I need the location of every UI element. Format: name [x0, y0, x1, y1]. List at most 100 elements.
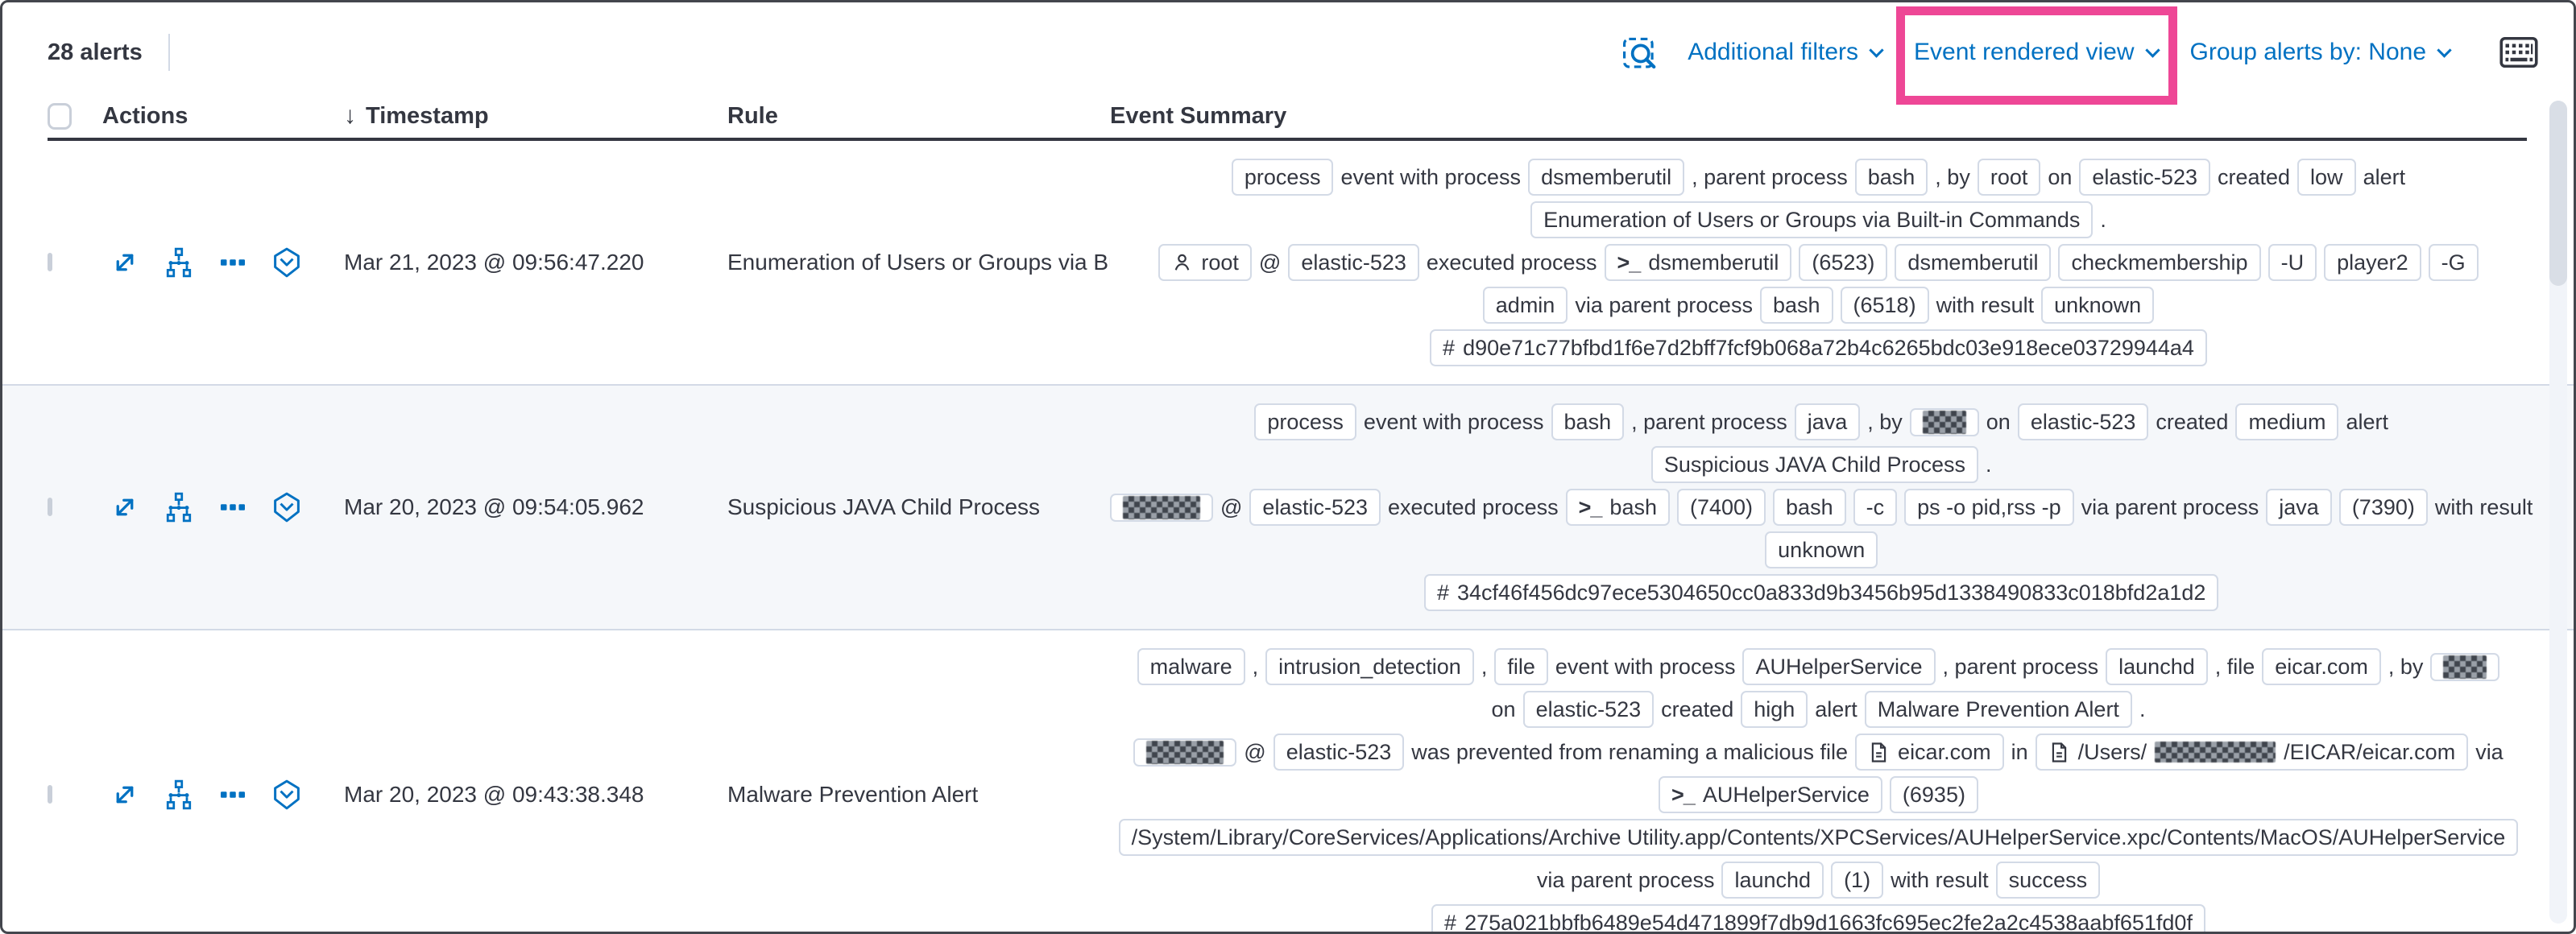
- event-field-badge[interactable]: -c: [1853, 489, 1898, 526]
- vertical-scrollbar[interactable]: [2549, 101, 2567, 924]
- timestamp-cell: Mar 21, 2023 @ 09:56:47.220: [344, 250, 644, 275]
- event-field-badge[interactable]: (6518): [1840, 287, 1929, 324]
- event-field-badge[interactable]: dsmemberutil: [1528, 159, 1685, 196]
- event-field-badge[interactable]: [1110, 493, 1213, 522]
- summary-text: on: [2048, 165, 2073, 189]
- expand-alert-icon[interactable]: [109, 779, 141, 811]
- scrollbar-thumb[interactable]: [2549, 101, 2567, 286]
- event-field-badge[interactable]: dsmemberutil: [1895, 244, 2052, 281]
- event-field-badge[interactable]: unknown: [1765, 531, 1878, 568]
- event-field-badge[interactable]: checkmembership: [2058, 244, 2261, 281]
- event-field-badge[interactable]: eicar.com: [2262, 648, 2381, 685]
- view-selector-button[interactable]: Event rendered view: [1896, 6, 2177, 105]
- event-field-badge[interactable]: root: [1977, 159, 2041, 196]
- event-field-badge[interactable]: [1133, 738, 1237, 767]
- event-field-badge[interactable]: bash: [1773, 489, 1846, 526]
- rule-cell[interactable]: Enumeration of Users or Groups via Bui: [727, 250, 1110, 275]
- row-checkbox[interactable]: [48, 785, 52, 804]
- event-field-badge[interactable]: elastic-523: [1273, 734, 1405, 771]
- hash-icon: #: [1436, 581, 1450, 605]
- event-field-badge[interactable]: elastic-523: [1249, 489, 1381, 526]
- summary-text: ,: [1481, 655, 1488, 679]
- event-field-badge[interactable]: java: [2266, 489, 2332, 526]
- event-field-badge[interactable]: elastic-523: [1288, 244, 1419, 281]
- event-field-badge[interactable]: #275a021bbfb6489e54d471899f7db9d1663fc69…: [1431, 904, 2205, 932]
- column-header-timestamp[interactable]: ↓ Timestamp: [344, 102, 727, 130]
- event-field-badge[interactable]: low: [2297, 159, 2356, 196]
- expand-alert-icon[interactable]: [109, 246, 141, 279]
- event-field-badge[interactable]: Malware Prevention Alert: [1864, 691, 2132, 728]
- row-checkbox[interactable]: [48, 253, 52, 271]
- analyze-event-icon[interactable]: [163, 779, 195, 811]
- event-field-badge[interactable]: #d90e71c77bfbd1f6e7d2bff7fcf9b068a72b4c6…: [1430, 329, 2207, 366]
- row-checkbox[interactable]: [48, 498, 52, 516]
- event-field-badge[interactable]: file: [1494, 648, 1548, 685]
- redacted-value: [2443, 655, 2487, 679]
- event-field-badge[interactable]: (6935): [1889, 776, 1978, 813]
- event-field-badge[interactable]: (6523): [1799, 244, 1888, 281]
- column-header-rule[interactable]: Rule: [727, 103, 1110, 130]
- more-actions-icon[interactable]: [217, 779, 249, 811]
- inspect-button[interactable]: [1621, 34, 1659, 71]
- event-field-badge[interactable]: launchd: [1721, 862, 1824, 899]
- event-field-badge[interactable]: Enumeration of Users or Groups via Built…: [1530, 201, 2094, 238]
- event-field-badge[interactable]: admin: [1482, 287, 1568, 324]
- event-field-badge[interactable]: malware: [1137, 648, 1245, 685]
- event-field-badge[interactable]: java: [1794, 403, 1861, 440]
- event-field-badge[interactable]: -G: [2428, 244, 2479, 281]
- event-field-badge[interactable]: bash: [1551, 403, 1625, 440]
- event-field-badge[interactable]: -U: [2267, 244, 2317, 281]
- session-view-icon[interactable]: [271, 779, 303, 811]
- event-field-badge[interactable]: /System/Library/CoreServices/Application…: [1118, 819, 2519, 856]
- chevron-down-icon: [2437, 42, 2452, 58]
- analyze-event-icon[interactable]: [163, 491, 195, 523]
- event-summary-line: Enumeration of Users or Groups via Built…: [1530, 201, 2106, 238]
- event-field-badge[interactable]: elastic-523: [2079, 159, 2210, 196]
- event-field-badge[interactable]: ps -o pid,rss -p: [1904, 489, 2074, 526]
- event-field-badge[interactable]: elastic-523: [1522, 691, 1655, 728]
- event-field-badge[interactable]: player2: [2324, 244, 2421, 281]
- event-field-badge[interactable]: [2430, 652, 2500, 681]
- event-field-badge[interactable]: medium: [2235, 403, 2339, 440]
- more-actions-icon[interactable]: [217, 491, 249, 523]
- event-field-badge[interactable]: bash: [1854, 159, 1928, 196]
- additional-filters-button[interactable]: Additional filters: [1688, 39, 1884, 66]
- event-field-badge[interactable]: AUHelperService: [1742, 648, 1936, 685]
- session-view-icon[interactable]: [271, 491, 303, 523]
- event-field-badge[interactable]: process: [1231, 159, 1334, 196]
- event-field-badge[interactable]: process: [1254, 403, 1356, 440]
- group-alerts-by-button[interactable]: Group alerts by: None: [2190, 39, 2452, 66]
- event-field-badge[interactable]: success: [1995, 862, 2101, 899]
- event-field-badge[interactable]: high: [1741, 691, 1808, 728]
- summary-text: executed process: [1426, 250, 1597, 275]
- analyze-event-icon[interactable]: [163, 246, 195, 279]
- hash-icon: #: [1443, 336, 1456, 360]
- select-all-checkbox[interactable]: [48, 102, 72, 130]
- rule-cell[interactable]: Suspicious JAVA Child Process: [727, 494, 1041, 519]
- event-field-badge[interactable]: (7400): [1676, 489, 1766, 526]
- event-field-badge[interactable]: elastic-523: [2017, 403, 2149, 440]
- event-field-badge[interactable]: (7390): [2338, 489, 2428, 526]
- event-field-badge[interactable]: launchd: [2106, 648, 2208, 685]
- keyboard-shortcuts-button[interactable]: [2499, 36, 2538, 68]
- more-actions-icon[interactable]: [217, 246, 249, 279]
- event-field-badge[interactable]: root: [1158, 244, 1252, 281]
- event-field-badge[interactable]: /Users//EICAR/eicar.com: [2035, 734, 2469, 771]
- event-field-badge[interactable]: >_AUHelperService: [1659, 776, 1882, 813]
- event-field-badge[interactable]: >_dsmemberutil: [1604, 244, 1792, 281]
- expand-alert-icon[interactable]: [109, 491, 141, 523]
- rule-cell[interactable]: Malware Prevention Alert: [727, 782, 979, 807]
- event-field-badge[interactable]: >_bash: [1565, 489, 1670, 526]
- event-field-badge[interactable]: [1909, 407, 1979, 436]
- session-view-icon[interactable]: [271, 246, 303, 279]
- event-field-badge[interactable]: (1): [1831, 862, 1884, 899]
- event-field-badge[interactable]: Suspicious JAVA Child Process: [1650, 446, 1979, 483]
- event-field-badge[interactable]: intrusion_detection: [1265, 648, 1474, 685]
- event-field-badge[interactable]: #34cf46f456dc97ece5304650cc0a833d9b3456b…: [1423, 574, 2219, 611]
- event-field-badge[interactable]: unknown: [2041, 287, 2155, 324]
- event-field-badge[interactable]: eicar.com: [1855, 734, 2004, 771]
- event-field-badge[interactable]: bash: [1759, 287, 1833, 324]
- chevron-down-icon: [2144, 42, 2160, 58]
